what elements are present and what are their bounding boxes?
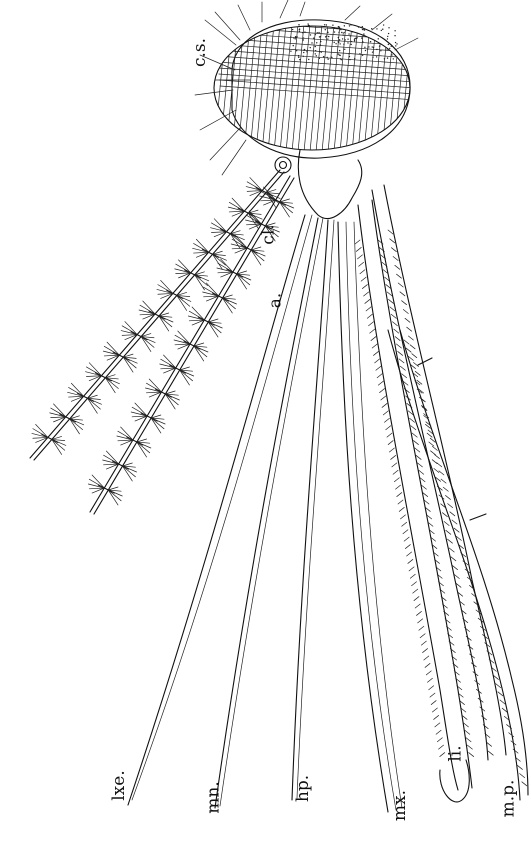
maxilla — [338, 222, 388, 812]
clypeus — [298, 150, 361, 219]
label-mn: mn. — [206, 781, 223, 813]
hypopharynx-inner — [297, 220, 334, 798]
palp-joint — [418, 358, 432, 365]
label-mp: m.p. — [500, 780, 517, 818]
palp-hairs — [388, 230, 527, 786]
label-mx: mx. — [392, 790, 409, 821]
label-cs: c.s. — [192, 38, 209, 67]
maxilla-outer — [354, 222, 402, 808]
label-a: a. — [267, 293, 284, 309]
hypopharynx — [292, 220, 328, 800]
labella — [440, 760, 469, 802]
antenna-socket — [275, 157, 291, 173]
maxillary-palp — [372, 190, 488, 760]
maxillary-palp-2 — [388, 330, 520, 800]
label-hp: hp. — [295, 775, 312, 802]
palp-joint-2 — [470, 514, 486, 520]
label-lxe: lxe. — [111, 770, 128, 801]
label-cl: cl. — [261, 224, 278, 244]
antenna-socket-inner — [280, 162, 287, 169]
label-li: li. — [448, 745, 465, 761]
labium — [358, 205, 458, 790]
maxillary-palp-inner — [384, 185, 506, 755]
